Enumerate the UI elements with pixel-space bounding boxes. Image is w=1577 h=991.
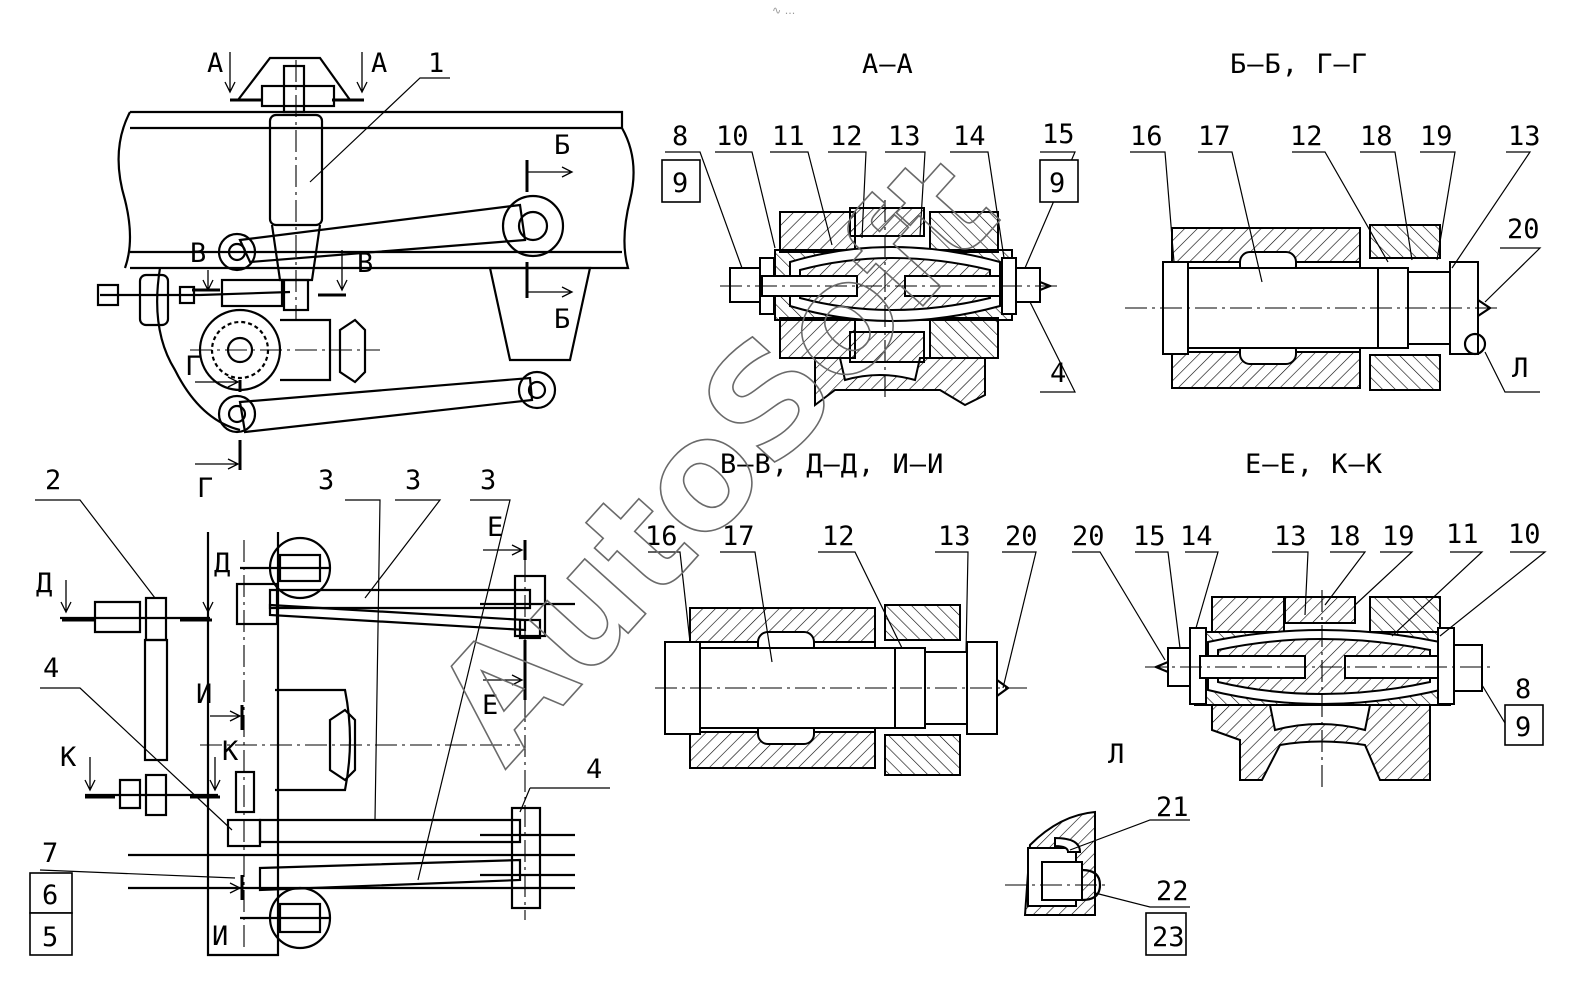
- pos-22: 22: [1156, 876, 1189, 907]
- title-ee-kk: Е–Е, К–К: [1245, 449, 1383, 480]
- cut-k-right: К: [222, 736, 239, 767]
- cut-v-right: В: [357, 248, 373, 279]
- pos-10a: 10: [716, 121, 749, 152]
- label-boxes: [29, 159, 1544, 956]
- detail-l: [1005, 810, 1190, 916]
- cut-v-left: В: [190, 238, 206, 269]
- pos-13c: 13: [938, 521, 971, 552]
- cut-b-top: Б: [554, 130, 570, 161]
- section-aa: [665, 151, 1076, 407]
- pos-12b: 12: [1290, 121, 1323, 152]
- pos-17b: 17: [722, 521, 755, 552]
- title-aa: А–А: [862, 49, 914, 80]
- pos-18b: 18: [1328, 521, 1361, 552]
- title-vv-dd-ii: В–В, Д–Д, И–И: [720, 449, 944, 480]
- pos-20b: 20: [1005, 521, 1038, 552]
- pos-13d: 13: [1274, 521, 1307, 552]
- pos-5: 5: [42, 922, 58, 953]
- pos-12c: 12: [822, 521, 855, 552]
- pos-8a: 8: [672, 121, 688, 152]
- top-mark: ∿ ...: [772, 4, 795, 17]
- cut-k-left: К: [60, 742, 77, 773]
- section-vv: [648, 551, 1037, 776]
- pos-1: 1: [428, 48, 444, 79]
- pos-3b: 3: [405, 465, 421, 496]
- pos-13b: 13: [1508, 121, 1541, 152]
- pos-9c: 9: [1515, 712, 1531, 743]
- pos-8b: 8: [1515, 674, 1531, 705]
- top-left-view: [96, 52, 635, 470]
- pos-20a: 20: [1507, 214, 1540, 245]
- pos-7: 7: [42, 838, 58, 869]
- pos-6: 6: [42, 880, 58, 911]
- title-detail-l: Л: [1108, 739, 1125, 770]
- pos-15a: 15: [1042, 119, 1075, 150]
- pos-15b: 15: [1133, 521, 1166, 552]
- pos-4c: 4: [1050, 358, 1066, 389]
- pos-2: 2: [45, 465, 61, 496]
- pos-11a: 11: [772, 121, 805, 152]
- cut-g-top: Г: [185, 351, 201, 382]
- pos-20c: 20: [1072, 521, 1105, 552]
- pos-23: 23: [1152, 922, 1185, 953]
- pos-21: 21: [1156, 792, 1189, 823]
- pos-16b: 16: [645, 521, 678, 552]
- pos-12a: 12: [830, 121, 863, 152]
- pos-10b: 10: [1508, 519, 1541, 550]
- pos-19b: 19: [1382, 521, 1415, 552]
- pos-16a: 16: [1130, 121, 1163, 152]
- cut-b-bottom: Б: [554, 304, 570, 335]
- bottom-left-view: [35, 499, 610, 957]
- pos-14b: 14: [1180, 521, 1213, 552]
- pos-19a: 19: [1420, 121, 1453, 152]
- cut-a-right: А: [371, 48, 387, 79]
- cut-e-bottom: Е: [482, 690, 498, 721]
- pos-4a: 4: [43, 653, 59, 684]
- cut-a-left: А: [207, 48, 223, 79]
- section-ee: [1072, 551, 1547, 790]
- cut-e-top: Е: [487, 512, 503, 543]
- cut-g-bottom: Г: [197, 473, 213, 504]
- pos-14a: 14: [953, 121, 986, 152]
- cut-d-left: Д: [36, 568, 52, 599]
- pos-13a: 13: [888, 121, 921, 152]
- pos-9a: 9: [672, 168, 688, 199]
- pos-3c: 3: [480, 465, 496, 496]
- pos-11b: 11: [1446, 519, 1479, 550]
- cut-d-right: Д: [214, 548, 230, 579]
- section-bb: [1125, 151, 1542, 393]
- pos-9b: 9: [1049, 168, 1065, 199]
- pos-4b: 4: [586, 754, 602, 785]
- cut-l-mark: Л: [1512, 353, 1528, 384]
- pos-3a: 3: [318, 465, 334, 496]
- cut-i-top: И: [196, 679, 212, 710]
- pos-18a: 18: [1360, 121, 1393, 152]
- title-bb-gg: Б–Б, Г–Г: [1230, 49, 1368, 80]
- cut-i-bottom: И: [212, 921, 228, 952]
- pos-17a: 17: [1198, 121, 1231, 152]
